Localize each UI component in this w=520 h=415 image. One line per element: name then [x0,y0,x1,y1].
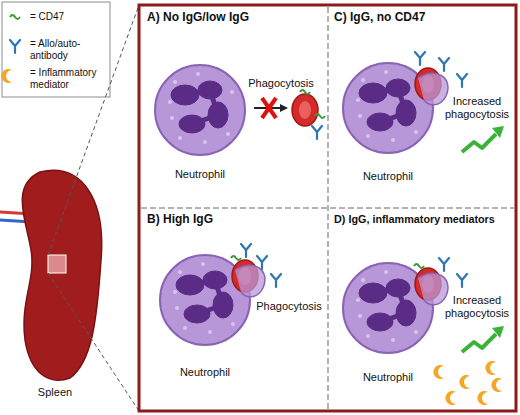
organ-node: Spleen [5,165,105,403]
pseudopod [235,265,265,297]
antibody-symbol [257,256,267,269]
mediator-symbol [491,378,502,392]
legend-text: = CD47 [30,11,106,23]
process-label: Phagocytosis [241,77,321,90]
panel-quadrant: A) No IgG/low IgG PhagocytosisNeutrophil [141,7,328,208]
mediator-symbol [485,361,496,375]
antibody-symbol [312,126,322,139]
legend-text: = Inflammatory mediator [30,67,106,90]
legend-text: = Allo/auto-antibody [30,38,106,61]
cd47-symbol [300,90,310,94]
zoom-panel [139,5,516,411]
panel-quadrant: D) IgG, inflammatory mediatorsIncreased … [328,208,515,410]
antibody-symbol [271,274,281,287]
mediator-symbol [445,391,456,405]
antibody-symbol [241,244,251,257]
antibody-symbol [439,258,449,271]
cell-label: Neutrophil [150,168,250,181]
blocked-mark [262,98,276,118]
cd47-symbol [315,114,325,118]
cell-label: Neutrophil [155,366,255,379]
arrow-head [280,104,288,112]
panel-heading: A) No IgG/low IgG [147,11,325,25]
panel-quadrant: B) High IgG PhagocytosisNeutrophil [141,208,328,410]
zoom-region [48,255,66,273]
antibody-symbol [10,40,20,53]
pseudopod [418,73,448,105]
spleen-organ [22,170,101,380]
cell-label: Neutrophil [338,371,438,384]
panel-quadrant: C) IgG, no CD47Increased phagocytosisNeu… [328,7,515,208]
legend-frame [2,2,110,97]
blocked-mark [262,98,276,118]
pseudopod [418,273,448,305]
outcome-label: Increased phagocytosis [443,95,511,120]
process-label: Phagocytosis [253,300,325,313]
cd47-symbol [414,264,424,268]
outcome-label: Increased phagocytosis [443,294,511,319]
mediator-symbol [433,365,444,379]
cd47-symbol [10,15,20,19]
antibody-symbol [415,52,425,65]
mediator-symbol [1,69,12,83]
panel-divider [327,7,329,409]
increase-arrow [462,126,504,152]
red-blood-cell [292,94,318,126]
panel-heading: C) IgG, no CD47 [334,11,512,25]
cell-label: Neutrophil [338,170,438,183]
panel-divider [141,207,514,209]
mediator-symbol [477,391,488,405]
increase-arrow [462,326,504,352]
antibody-symbol [439,58,449,71]
cd47-symbol [231,256,241,260]
antibody-symbol [457,274,467,287]
neutrophil-cell [155,65,245,155]
organ-label: Spleen [5,386,105,399]
mediator-symbol [459,375,470,389]
panel-heading: D) IgG, inflammatory mediators [334,213,512,225]
panel-heading: B) High IgG [147,213,325,227]
antibody-symbol [457,74,467,87]
